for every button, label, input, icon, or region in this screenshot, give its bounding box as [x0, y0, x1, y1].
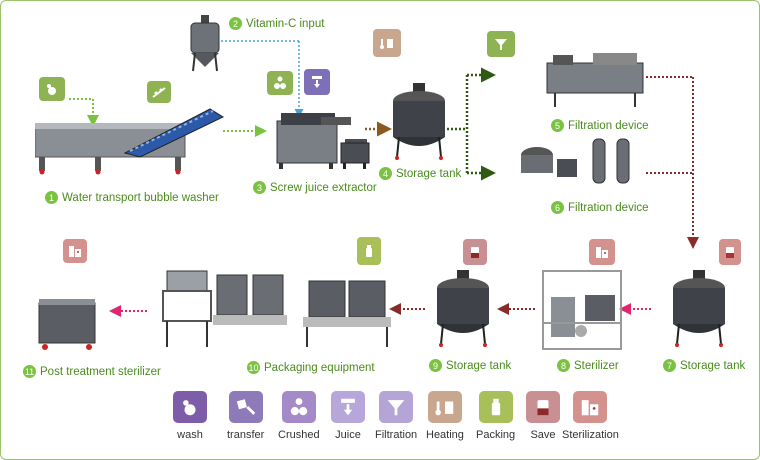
vitamin-c-tank [190, 15, 220, 72]
legend-item-juice: Juice [331, 391, 365, 441]
post-treatment-sterilizer-machine [38, 299, 96, 350]
packing-icon [357, 237, 381, 265]
screw-juice-extractor [276, 113, 367, 169]
legend-item-filtration: Filtration [375, 391, 417, 441]
legend-item-transfer: transfer [227, 391, 264, 441]
wash-icon [39, 77, 65, 101]
sterilization-icon [719, 239, 741, 265]
packing-icon [478, 391, 513, 423]
bubble-washer-machine [35, 108, 225, 175]
transfer-icon [228, 391, 263, 423]
filtration-device-6 [521, 138, 630, 184]
filtration-icon [379, 391, 414, 423]
extractor-pump [340, 142, 370, 169]
sterilization-icon [573, 391, 608, 423]
legend-item-wash: wash [173, 391, 207, 441]
save-icon [526, 391, 560, 423]
legend: wash transfer Crushed Juice Filtration H… [1, 391, 759, 451]
packaging-equipment [162, 270, 391, 347]
transfer-icon [147, 81, 171, 103]
storage-tank-4 [393, 83, 445, 160]
crushed-icon [267, 71, 293, 95]
legend-item-crushed: Crushed [278, 391, 320, 441]
heating-icon [427, 391, 462, 423]
crushed-icon [281, 391, 316, 423]
wash-icon [173, 391, 207, 423]
save-icon [463, 239, 487, 265]
legend-item-heating: Heating [426, 391, 464, 441]
legend-item-packing: Packing [476, 391, 515, 441]
filtration-icon [487, 31, 515, 57]
legend-item-save: Save [526, 391, 560, 441]
sterilizer-machine [542, 270, 622, 350]
filtration-device-5 [546, 53, 644, 107]
sterilization-icon [589, 239, 615, 265]
legend-item-sterilization: Sterilization [562, 391, 619, 441]
storage-tank-9 [437, 270, 489, 347]
juice-icon [304, 69, 330, 95]
juice-icon [331, 391, 365, 423]
storage-tank-7 [673, 270, 725, 347]
sterilization-icon [63, 239, 87, 263]
heating-icon [373, 29, 401, 57]
